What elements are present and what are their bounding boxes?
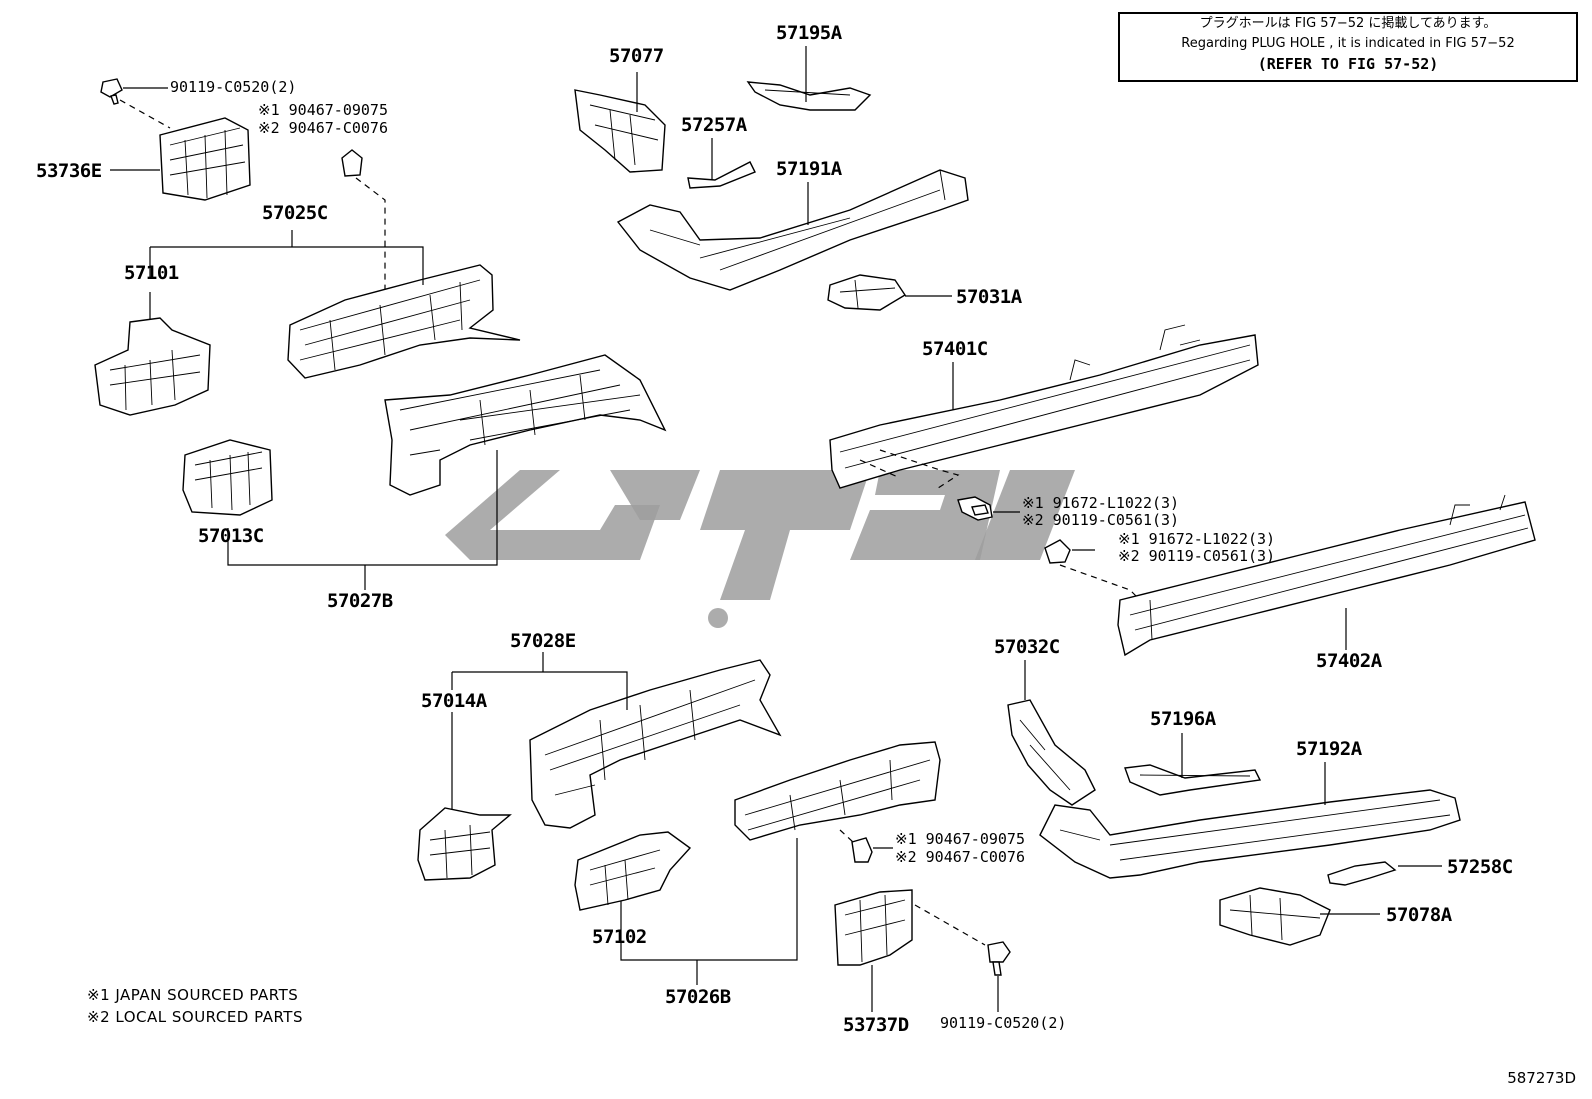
part-57031A <box>827 274 906 311</box>
label-57031A: 57031A <box>956 286 1022 308</box>
label-57014A: 57014A <box>421 690 487 712</box>
part-57258C <box>1327 861 1397 886</box>
footnote-japan-sourced: ※1 JAPAN SOURCED PARTS <box>87 986 299 1004</box>
note-line-japanese: プラグホールは FIG 57−52 に掲載してあります。 <box>1199 16 1497 31</box>
note-box: プラグホールは FIG 57−52 に掲載してあります。 Regarding P… <box>1118 12 1578 82</box>
bolt-90119-top <box>100 78 123 105</box>
watermark-logo <box>445 470 1075 628</box>
label-53736E: 53736E <box>36 160 102 182</box>
label-57078A: 57078A <box>1386 904 1452 926</box>
label-53737D: 53737D <box>843 1014 909 1036</box>
diagram-code: 587273D <box>1507 1069 1576 1087</box>
part-57101 <box>94 317 211 416</box>
part-57027B <box>384 354 667 496</box>
label-57077: 57077 <box>609 45 664 67</box>
part-57402A <box>1117 494 1536 657</box>
label-57196A: 57196A <box>1150 708 1216 730</box>
clip-90467-top <box>341 149 363 177</box>
part-57028E <box>529 659 782 829</box>
part-57192A <box>1039 789 1461 879</box>
label-90119-c0561-a: ※2 90119-C0561(3) <box>1022 511 1180 529</box>
part-57014A <box>417 807 512 881</box>
part-57102 <box>574 831 692 911</box>
label-57026B: 57026B <box>665 986 731 1008</box>
label-57102: 57102 <box>592 926 647 948</box>
note-line-refer: (REFER TO FIG 57-52) <box>1257 55 1439 73</box>
label-90467-09075-bot: ※1 90467-09075 <box>895 830 1025 848</box>
part-57401C <box>829 324 1259 489</box>
label-57257A: 57257A <box>681 114 747 136</box>
label-90119-c0561-b: ※2 90119-C0561(3) <box>1118 547 1276 565</box>
part-53736E <box>159 117 251 201</box>
bolt-90119-bot <box>987 941 1011 976</box>
part-57026B <box>734 741 941 841</box>
label-57191A: 57191A <box>776 158 842 180</box>
part-57077 <box>574 89 666 173</box>
label-90119-c0520-top: 90119-C0520(2) <box>170 78 297 96</box>
label-57195A: 57195A <box>776 22 842 44</box>
label-57192A: 57192A <box>1296 738 1362 760</box>
part-57191A <box>616 169 969 291</box>
label-90467-c0076-bot: ※2 90467-C0076 <box>895 848 1025 866</box>
label-57401C: 57401C <box>922 338 988 360</box>
label-91672-l1022-a: ※1 91672-L1022(3) <box>1022 494 1180 512</box>
part-57257A <box>687 161 756 189</box>
label-57258C: 57258C <box>1447 856 1513 878</box>
part-53737D <box>834 889 913 966</box>
part-57013C <box>182 439 273 516</box>
bolt-91672-1 <box>957 496 993 521</box>
label-57032C: 57032C <box>994 636 1060 658</box>
label-57013C: 57013C <box>198 525 264 547</box>
label-57028E: 57028E <box>510 630 576 652</box>
label-90467-09075-top: ※1 90467-09075 <box>258 101 388 119</box>
part-57032C <box>1007 699 1096 806</box>
label-90119-c0520-bot: 90119-C0520(2) <box>940 1014 1067 1032</box>
footnote-local-sourced: ※2 LOCAL SOURCED PARTS <box>87 1008 303 1026</box>
label-57025C: 57025C <box>262 202 328 224</box>
label-57027B: 57027B <box>327 590 393 612</box>
label-90467-c0076-top: ※2 90467-C0076 <box>258 119 388 137</box>
part-57195A <box>746 81 872 111</box>
part-57196A <box>1124 764 1262 796</box>
clip-90467-bot <box>851 837 873 863</box>
label-91672-l1022-b: ※1 91672-L1022(3) <box>1118 530 1276 548</box>
label-57402A: 57402A <box>1316 650 1382 672</box>
part-57025C <box>287 264 521 379</box>
note-line-english: Regarding PLUG HOLE , it is indicated in… <box>1181 36 1515 51</box>
bolt-91672-2 <box>1044 539 1071 564</box>
part-57078A <box>1219 887 1331 946</box>
label-57101: 57101 <box>124 262 179 284</box>
